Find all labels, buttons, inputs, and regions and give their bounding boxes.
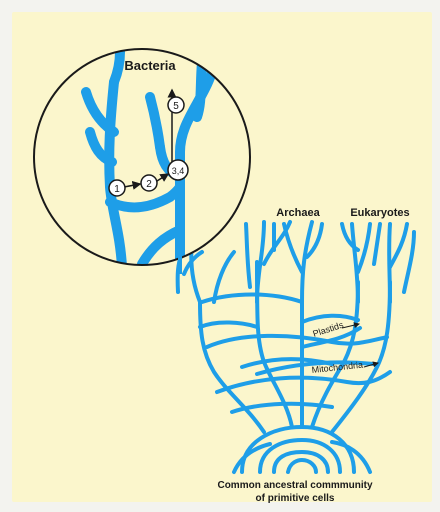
root-caption-line2: of primitive cells — [256, 493, 335, 504]
archaea-label: Archaea — [276, 207, 320, 219]
svg-text:5: 5 — [173, 101, 179, 112]
node-3-4: 3,4 — [168, 160, 188, 180]
node-5: 5 — [168, 97, 184, 113]
figure-frame: 1 2 3,4 5 Bacteria Archaea Eukaryotes Pl… — [2, 2, 438, 508]
svg-text:2: 2 — [146, 179, 152, 190]
node-2: 2 — [141, 175, 157, 191]
magnifier-background — [34, 49, 250, 265]
bacteria-label: Bacteria — [124, 58, 176, 73]
root-caption-line1: Common ancestral commmunity — [217, 480, 372, 491]
node-1: 1 — [109, 180, 125, 196]
eukaryotes-label: Eukaryotes — [350, 207, 409, 219]
svg-text:1: 1 — [114, 184, 120, 195]
svg-text:3,4: 3,4 — [172, 166, 185, 176]
